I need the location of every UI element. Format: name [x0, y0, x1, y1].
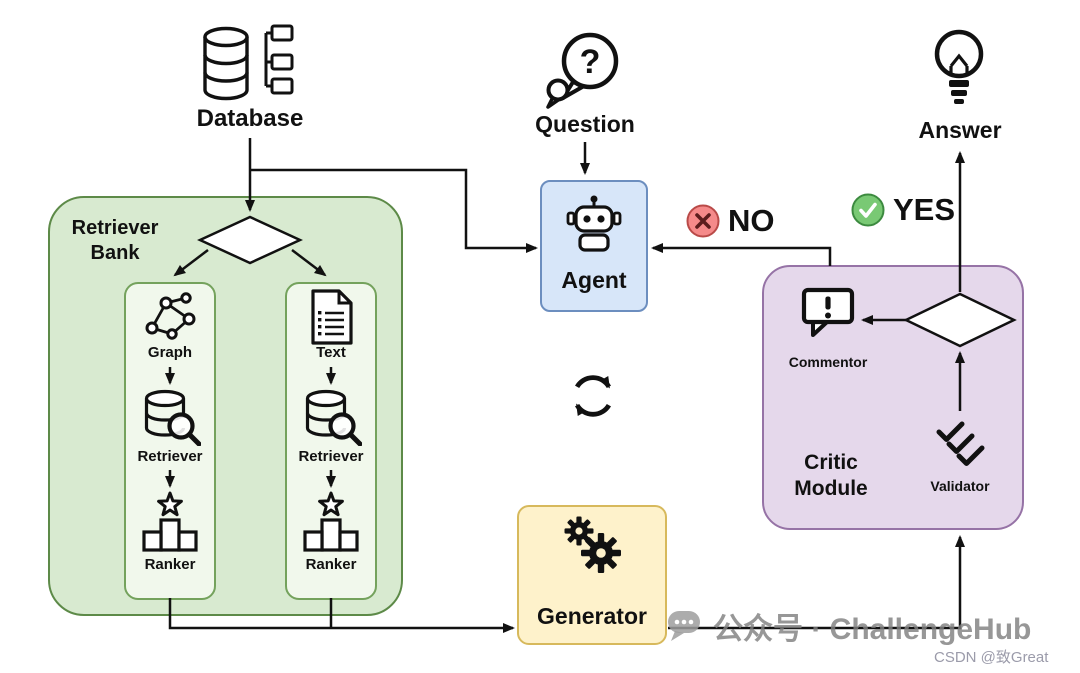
yes-badge: YES — [851, 192, 955, 228]
watermark: 公众号 · ChallengeHub — [666, 604, 1031, 648]
critic-module-label: Critic Module — [794, 451, 868, 501]
yes-circle-check-icon — [851, 193, 885, 227]
loop-arrows-icon — [575, 375, 611, 417]
text-ranker-icon — [303, 491, 359, 552]
retriever-bank-label: Retriever Bank — [71, 217, 159, 264]
yes-label: YES — [893, 192, 956, 227]
no-badge: NO — [686, 203, 775, 239]
graph-retriever-label: Retriever — [137, 448, 203, 465]
graph-ranker-label: Ranker — [144, 556, 196, 573]
generator-box — [517, 505, 667, 645]
robot-icon — [566, 195, 622, 252]
text-icon — [311, 289, 353, 345]
agent-label: Agent — [561, 267, 627, 293]
commentor-icon — [801, 287, 855, 337]
generator-label: Generator — [537, 603, 647, 629]
commentor-label: Commentor — [788, 354, 868, 370]
answer-icon — [934, 29, 984, 104]
svg-text:?: ? — [580, 43, 601, 81]
no-circle-x-icon — [686, 204, 720, 238]
watermark-text: 公众号 · ChallengeHub — [713, 613, 1032, 646]
graph-retriever-icon — [144, 389, 201, 446]
text-retriever-label: Retriever — [298, 448, 364, 465]
database-icon — [203, 24, 294, 101]
graph-label: Graph — [147, 344, 193, 361]
no-label: NO — [728, 203, 775, 238]
graph-ranker-icon — [142, 491, 198, 552]
question-icon: ? — [546, 32, 619, 109]
answer-label: Answer — [918, 117, 1002, 143]
text-label: Text — [316, 344, 346, 361]
validator-icon — [936, 421, 985, 466]
graph-icon — [145, 292, 196, 340]
watermark-chat-icon — [668, 611, 700, 641]
edge-critic-no-to-agent — [651, 243, 832, 266]
text-ranker-label: Ranker — [305, 556, 357, 573]
validator-label: Validator — [930, 478, 990, 494]
question-label: Question — [535, 111, 635, 137]
text-retriever-icon — [305, 389, 362, 446]
gears-icon — [564, 516, 621, 573]
credit-watermark: CSDN @致Great — [934, 649, 1049, 666]
database-label: Database — [196, 105, 304, 132]
